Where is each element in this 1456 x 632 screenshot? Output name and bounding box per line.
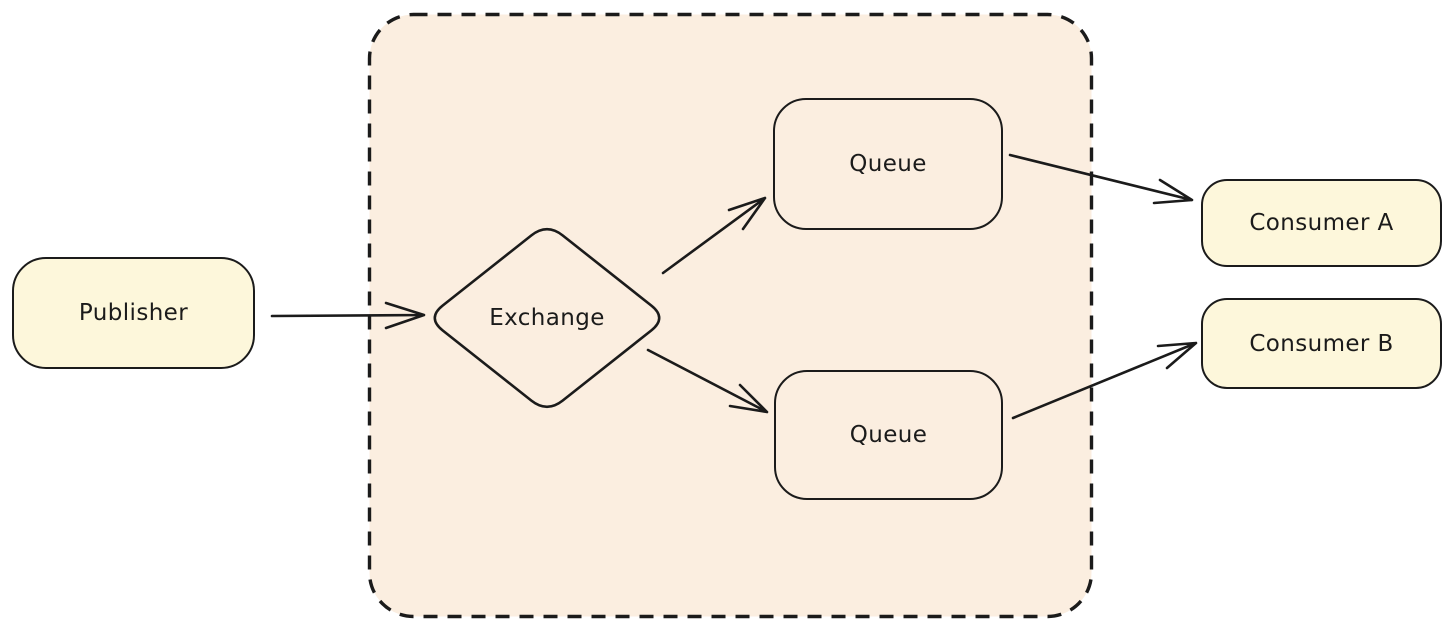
node-exchange-label-wrap: Exchange (447, 296, 647, 340)
node-publisher-label: Publisher (78, 300, 189, 326)
node-queue-bottom: Queue (774, 370, 1003, 500)
arrow-queue-bottom-to-consumer-b (1011, 341, 1198, 420)
node-consumer-a-label: Consumer A (1249, 210, 1394, 236)
arrow-exchange-to-queue-top (661, 196, 767, 275)
node-queue-top-label: Queue (849, 151, 927, 177)
node-exchange-label: Exchange (489, 305, 605, 331)
node-queue-top: Queue (773, 98, 1003, 230)
arrow-queue-top-to-consumer-a (1008, 153, 1194, 205)
arrow-publisher-to-exchange (270, 301, 426, 330)
exchange-diamond (433, 227, 661, 409)
node-publisher: Publisher (12, 257, 255, 369)
node-consumer-a: Consumer A (1201, 179, 1442, 267)
arrow-exchange-to-queue-bottom (646, 348, 769, 414)
node-consumer-b-label: Consumer B (1249, 330, 1394, 357)
node-queue-bottom-label: Queue (849, 422, 928, 448)
broker-boundary-container (367, 12, 1094, 619)
node-consumer-b: Consumer B (1201, 298, 1442, 389)
